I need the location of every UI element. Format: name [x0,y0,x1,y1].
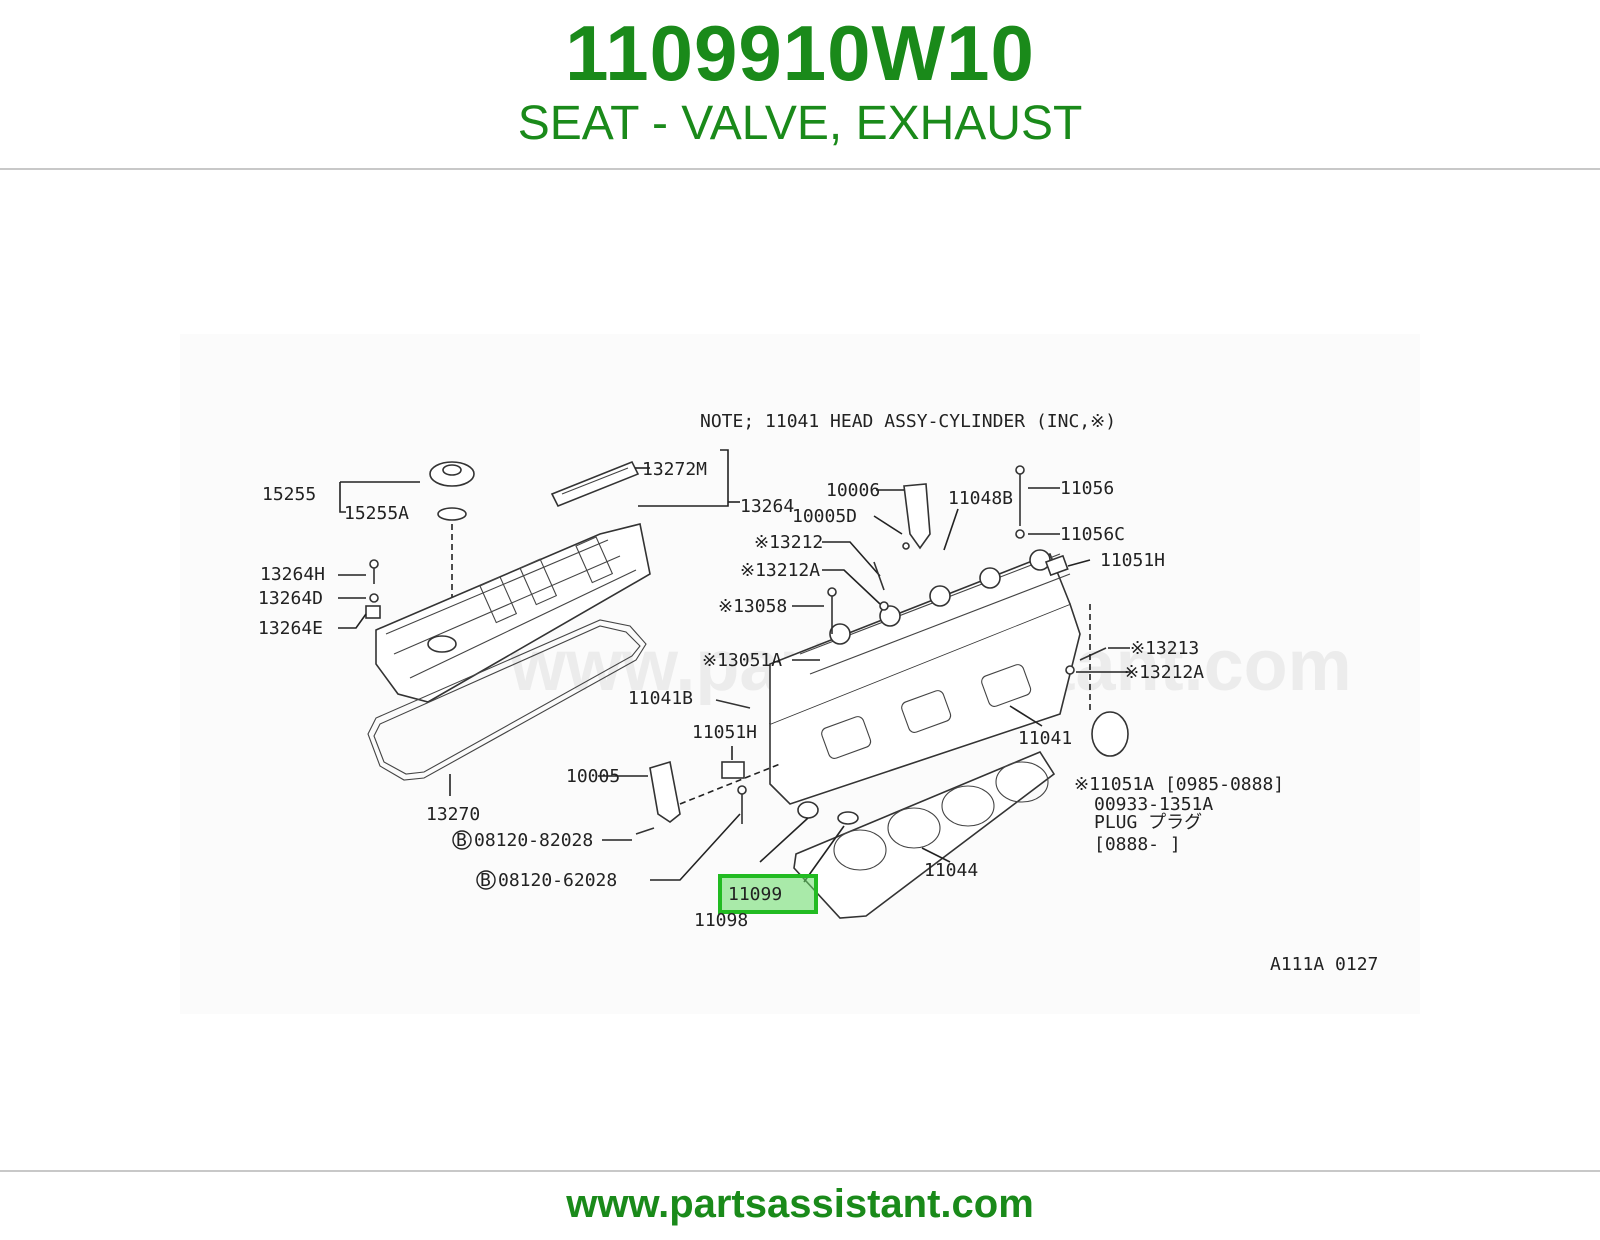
leader-13212A-top [822,569,881,605]
rocker-shaft-bolt [827,587,837,634]
label-13264E: 13264E [258,618,323,639]
exploded-view-svg: www.partsassistant.com NOTE; 11041 HEAD … [258,411,1378,975]
engine-hanger-front [903,483,931,550]
site-url-link[interactable]: www.partsassistant.com [566,1182,1034,1226]
head-bolt [1015,465,1025,526]
label-13212: ※13212 [754,532,823,553]
engine-hanger-rear [649,760,681,823]
svg-text:B: B [480,870,491,891]
diagram-note: NOTE; 11041 HEAD ASSY-CYLINDER (INC,※) [700,411,1116,432]
leader-15255 [339,481,420,513]
b-marker-2: B [476,870,496,891]
label-0888: [0888- ] [1094,834,1181,855]
b-marker-1: B [452,830,472,851]
label-11051H-low: 11051H [692,722,757,743]
plug-11051A [1091,711,1129,757]
label-11056C: 11056C [1060,524,1125,545]
part-description: SEAT - VALVE, EXHAUST [517,97,1083,150]
label-10006: 10006 [826,480,880,501]
label-13264H: 13264H [260,564,325,585]
head-gasket [793,751,1056,919]
label-13272M: 13272M [642,459,707,480]
label-13264: 13264 [740,496,794,517]
figure-code: A111A 0127 [1270,954,1378,975]
leader-13212 [822,541,881,577]
label-13058: ※13058 [718,596,787,617]
camshaft-and-rockers [799,549,1071,675]
label-11051A: ※11051A [0985-0888] [1074,774,1284,795]
label-13213: ※13213 [1130,638,1199,659]
rocker-shaft-spring [873,561,885,591]
label-11041B: 11041B [628,688,693,709]
label-08120-82028: 08120-82028 [474,830,593,851]
label-11099-highlighted[interactable]: 11099 [728,884,782,905]
label-13051A: ※13051A [702,650,782,671]
label-plug: PLUG プラグ [1094,812,1202,833]
cylinder-head [769,552,1081,805]
leader-13264 [638,449,729,507]
cover-grommet [365,605,381,619]
label-11056: 11056 [1060,478,1114,499]
cover-bolt [369,559,379,584]
label-13212A-top: ※13212A [740,560,820,581]
label-15255: 15255 [262,484,316,505]
head-stud [715,699,751,709]
highlight-box-11099[interactable] [718,874,818,914]
filler-cap-gasket [437,507,467,521]
footer-divider [0,1170,1600,1172]
label-11048B: 11048B [948,488,1013,509]
label-00933-1351A: 00933-1351A [1094,794,1213,815]
camshaft-bolt [1079,647,1107,661]
label-10005D: 10005D [792,506,857,527]
oil-filler-cap [429,461,475,487]
label-11044: 11044 [924,860,978,881]
label-11098: 11098 [694,910,748,931]
label-15255A: 15255A [344,503,409,524]
rocker-cover-gasket [367,619,647,781]
head-plug-low [721,761,745,779]
svg-text:B: B [456,830,467,851]
leader-11044 [921,847,951,863]
label-11051H-top: 11051H [1100,550,1165,571]
label-13264D: 13264D [258,588,323,609]
label-08120-62028: 08120-62028 [498,870,617,891]
head-plug-top [1044,554,1069,577]
label-13212A-right: ※13212A [1124,662,1204,683]
page-header: 1109910W10 SEAT - VALVE, EXHAUST [0,0,1600,168]
head-bolt-washer [1015,529,1025,539]
leader-11041 [1009,705,1043,727]
label-11041: 11041 [1018,728,1072,749]
leader-11048B [943,508,959,551]
valve-seat-intake [797,801,819,819]
cover-washer [369,593,379,603]
label-13270: 13270 [426,804,480,825]
rocker-cover [375,523,651,703]
bolt-08120-62028 [737,785,747,824]
part-number-title: 1109910W10 [565,9,1035,97]
valve-seat-exhaust [837,811,859,825]
header-divider [0,168,1600,170]
label-10005: 10005 [566,766,620,787]
bolt-08120-82028 [635,827,655,835]
parts-diagram: www.partsassistant.com NOTE; 11041 HEAD … [180,334,1420,1014]
name-plate [550,460,640,508]
